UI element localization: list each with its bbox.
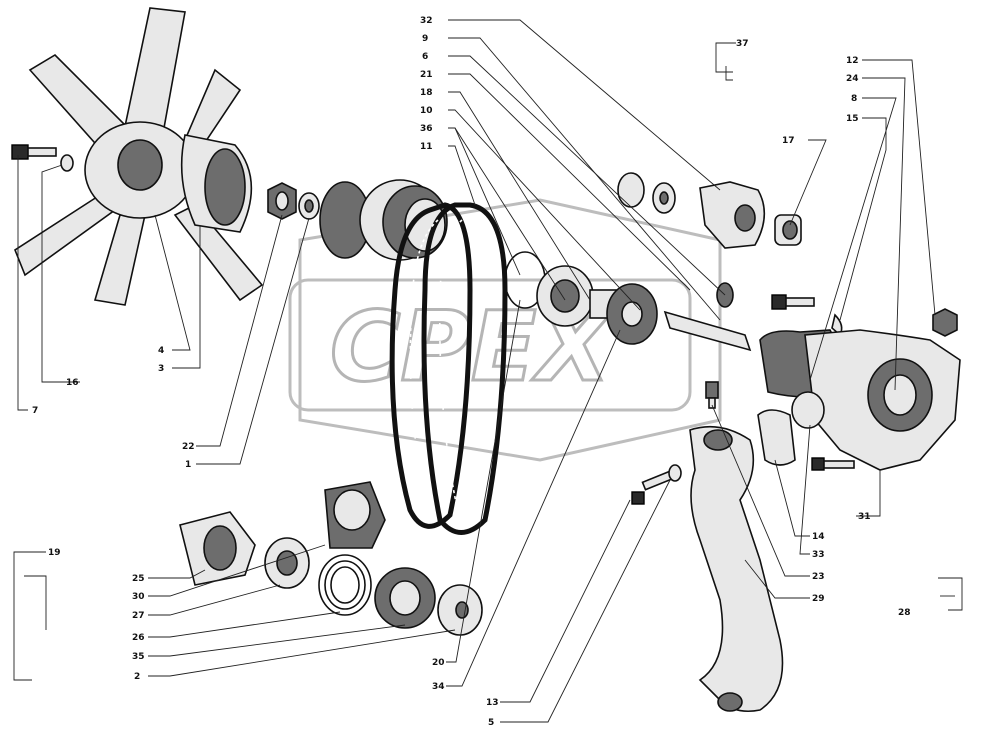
fan-blade-left [14,193,117,277]
seal-32 [617,172,766,249]
pipe-flange [703,429,733,451]
callout-27: 27 [132,611,145,621]
callout-25: 25 [132,574,145,584]
fan-blade-bottom [93,214,146,306]
callout-6: 6 [422,52,428,62]
callout-10: 10 [420,106,433,116]
pump-body-8 [759,329,961,471]
washer-23 [668,464,682,482]
callout-35: 35 [132,652,145,662]
callout-19: 19 [48,548,61,558]
callout-24: 24 [846,74,859,84]
callout-22: 22 [182,442,195,452]
callout-3: 3 [158,364,164,374]
bolt-5 [631,470,675,505]
spring-27 [318,554,372,616]
callout-26: 26 [132,633,145,643]
callout-28: 28 [898,608,911,618]
washer-1 [298,192,320,220]
bolt-7 [11,144,57,160]
fan-hub-bore [117,139,163,191]
callout-34: 34 [432,682,445,692]
fan-assembly [14,7,264,306]
callout-11: 11 [420,142,433,152]
gasket-14 [757,409,796,466]
callout-14: 14 [812,532,825,542]
seal-30 [264,537,310,589]
bolt-12 [771,294,815,310]
callout-32: 32 [420,16,433,26]
coupling-25 [179,511,256,586]
ring-26 [374,567,436,629]
callout-33: 33 [812,550,825,560]
leader-lines [13,19,963,723]
callout-9: 9 [422,34,428,44]
callout-31: 31 [858,512,871,522]
fitting-33 [705,381,719,409]
pipe-outlet [717,692,743,712]
callout-labels: 32 9 6 21 18 10 36 11 37 17 12 24 8 15 4… [32,16,911,728]
callout-8: 8 [851,94,857,104]
plug-37 [932,308,958,337]
callout-12: 12 [846,56,859,66]
pipe-29 [689,425,784,713]
watermark-frame [288,278,692,412]
watermark-gear-outline [298,198,722,462]
callout-16: 16 [66,378,79,388]
callout-37: 37 [736,39,749,49]
nut-22 [267,182,297,220]
callout-20: 20 [432,658,445,668]
callout-30: 30 [132,592,145,602]
callout-4: 4 [158,346,164,356]
plate-35 [437,584,483,636]
shaft-assembly-10 [589,283,658,345]
callout-17: 17 [782,136,795,146]
callout-18: 18 [420,88,433,98]
washer-16 [60,154,74,172]
callout-15: 15 [846,114,859,124]
callout-23: 23 [812,572,825,582]
shaft-9 [663,310,752,352]
callout-2: 2 [134,672,140,682]
callout-29: 29 [812,594,825,604]
fan-spacer-bore [204,148,246,226]
bushing-34 [324,481,386,549]
callout-5: 5 [488,718,494,728]
callout-21: 21 [420,70,433,80]
callout-36: 36 [420,124,433,134]
bearing-18 [536,265,594,327]
bolt-31 [811,457,855,471]
callout-7: 7 [32,406,38,416]
callout-13: 13 [486,698,499,708]
plug-17 [774,214,802,246]
callout-1: 1 [185,460,191,470]
